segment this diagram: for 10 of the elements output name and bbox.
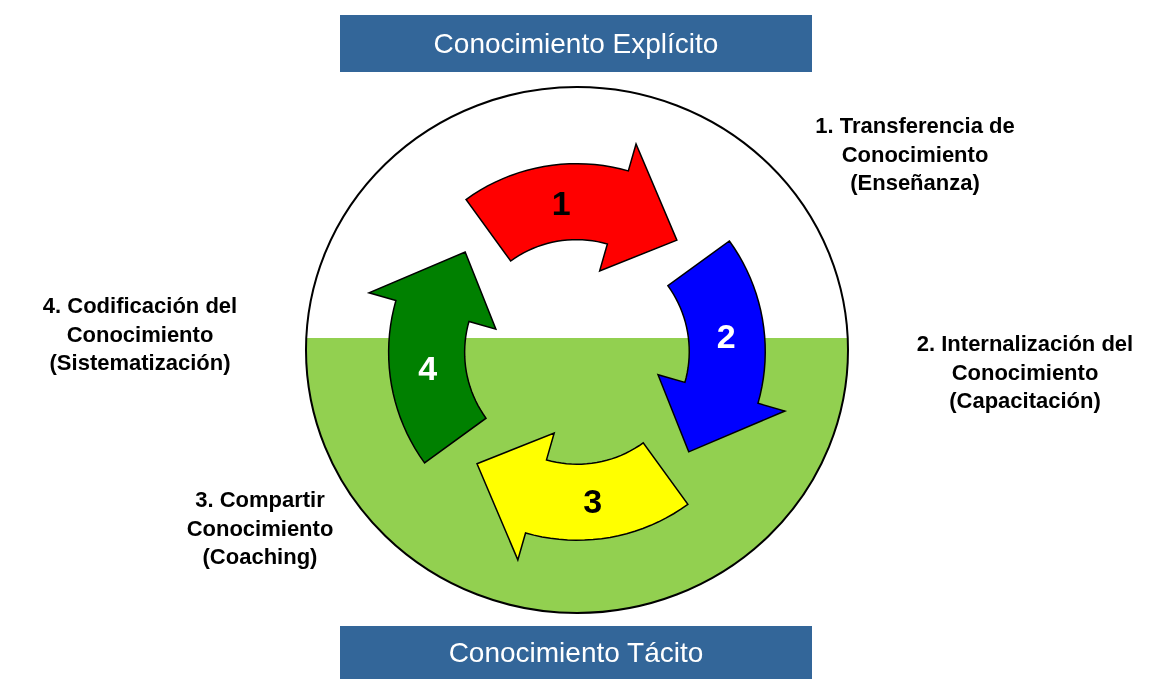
heading-banner: Conocimiento Tácito [340,626,812,679]
step-label: 3. Compartir Conocimiento (Coaching) [185,486,335,572]
step-label: 2. Internalización del Conocimiento (Capacitación) [915,330,1135,416]
step-label: 1. Transferencia de Conocimiento (Enseñanza) [814,112,1016,198]
step-number: 1 [551,185,571,220]
step-number: 4 [418,350,438,385]
step-number: 2 [716,319,736,354]
step-number: 3 [583,484,603,519]
step-label: 4. Codificación del Conocimiento (Sistematización) [41,292,239,378]
heading-banner: Conocimiento Explícito [340,15,812,72]
